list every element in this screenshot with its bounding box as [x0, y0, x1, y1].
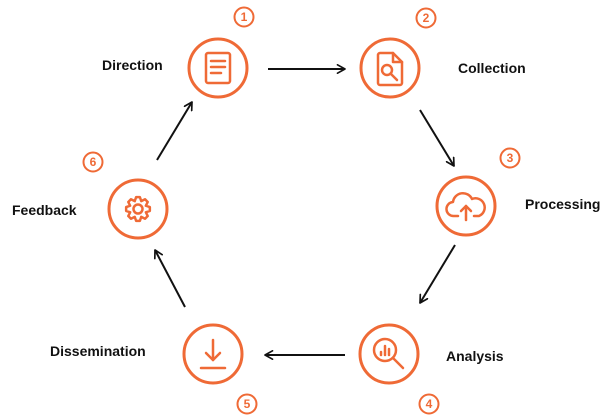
stage-circle	[359, 37, 421, 99]
stage-number: 1	[241, 10, 248, 24]
document-icon	[204, 51, 232, 85]
cloud-upload-icon	[445, 192, 486, 222]
stage-label: Dissemination	[50, 343, 146, 359]
stage-processing: 3 Processing	[435, 147, 600, 237]
stage-number: 5	[244, 397, 251, 411]
stage-circle	[187, 37, 249, 99]
stage-number: 6	[90, 155, 97, 169]
stage-number-badge	[499, 147, 521, 169]
stage-number: 2	[423, 11, 430, 25]
arrow-dissemination-to-feedback	[153, 249, 186, 308]
stage-label: Direction	[102, 57, 163, 73]
stage-number-badge	[236, 393, 258, 415]
gear-icon	[124, 195, 152, 223]
stage-circle	[107, 178, 169, 240]
stage-direction: 1 Direction	[102, 6, 255, 99]
arrow-collection-to-processing	[419, 109, 455, 167]
stage-dissemination: 5 Dissemination	[50, 323, 258, 415]
stage-feedback: 6 Feedback	[12, 151, 169, 240]
stage-label: Processing	[525, 196, 600, 212]
stage-circle	[358, 323, 420, 385]
stage-number-badge	[82, 151, 104, 173]
stage-circle	[435, 175, 497, 237]
cycle-arrows	[153, 63, 456, 360]
stage-number: 4	[426, 397, 433, 411]
download-icon	[199, 338, 227, 370]
stage-number-badge	[415, 7, 437, 29]
stage-label: Collection	[458, 60, 526, 76]
stage-label: Analysis	[446, 348, 504, 364]
stage-number-badge	[418, 393, 440, 415]
stage-label: Feedback	[12, 202, 77, 218]
arrow-feedback-to-direction	[156, 101, 193, 161]
stage-circle	[182, 323, 244, 385]
arrow-processing-to-analysis	[419, 244, 456, 304]
stage-collection: 2 Collection	[359, 7, 526, 99]
file-search-icon	[376, 51, 404, 87]
stage-number: 3	[507, 151, 514, 165]
stage-analysis: 4 Analysis	[358, 323, 504, 415]
stage-number-badge	[233, 6, 255, 28]
chart-search-icon	[372, 337, 405, 370]
